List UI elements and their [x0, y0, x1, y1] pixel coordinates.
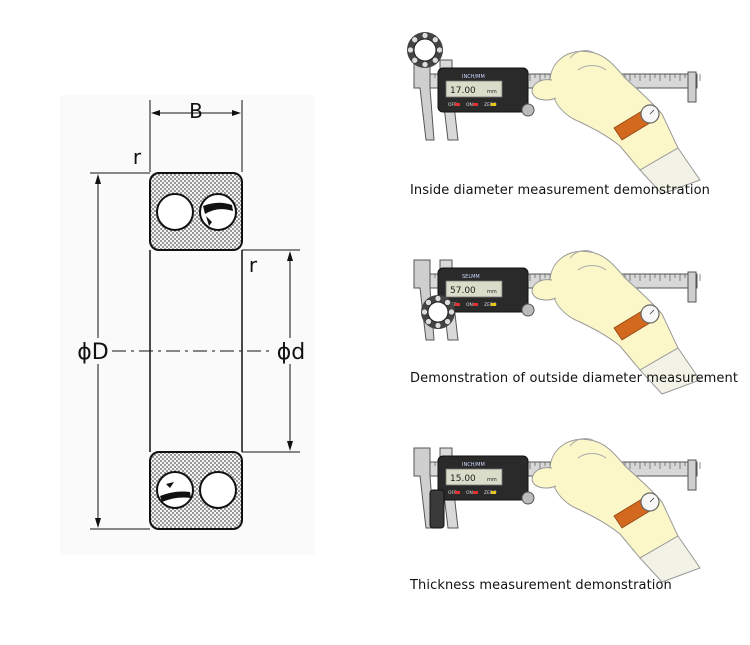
caliper-lcd — [445, 468, 503, 486]
demo-caption-thickness: Thickness measurement demonstration — [410, 578, 672, 593]
gloved-hand — [531, 438, 701, 583]
demo-caption-inside: Inside diameter measurement demonstratio… — [410, 183, 711, 198]
caliper-header-text: INCH/MM — [462, 462, 485, 468]
caliper-button-zero-mark — [491, 491, 496, 494]
beam-end — [687, 459, 697, 491]
caliper-button-off-mark — [455, 303, 460, 306]
beam-end — [687, 71, 697, 103]
caliper-button-zero-mark — [491, 303, 496, 306]
inner-diameter-label: ϕd — [277, 340, 305, 365]
caliper-button-zero: ZERO — [484, 102, 497, 108]
caliper-button-zero-mark — [491, 103, 496, 106]
caliper-button-on: ON — [466, 102, 473, 108]
inner-fillet-label: r — [249, 253, 258, 277]
width-dimension: B — [149, 99, 243, 172]
caliper-display-unit: mm — [487, 89, 497, 95]
measured-bearing — [421, 295, 455, 329]
fixed-jaw — [413, 59, 435, 141]
gloved-hand — [531, 250, 701, 395]
caliper-header-text: INCH/MM — [462, 74, 485, 80]
caliper-button-on-mark — [473, 303, 478, 306]
outer-diameter-label: ϕD — [77, 340, 108, 365]
caliper-display-value: 17.00 — [450, 86, 476, 96]
thumb-wheel — [521, 491, 535, 505]
caliper-demos: INCH/MM17.00mmOFFONZEROSELMM57.00mmOFFON… — [407, 32, 701, 583]
caliper-button-off-mark — [455, 103, 460, 106]
measured-block — [429, 489, 445, 529]
caliper-display-value: 15.00 — [450, 474, 476, 484]
fixed-jaw — [413, 447, 435, 529]
caliper-button-on-mark — [473, 491, 478, 494]
measured-bearing — [407, 32, 443, 68]
thumb-wheel — [521, 303, 535, 317]
caliper-button-on: ON — [466, 302, 473, 308]
inner-diameter-dimension: ϕd — [242, 249, 310, 453]
outer-diameter-dimension: ϕD — [72, 172, 150, 530]
width-label: B — [189, 99, 203, 123]
caliper-lcd — [445, 280, 503, 298]
caliper-display-value: 57.00 — [450, 286, 476, 296]
bearing-section-top — [149, 172, 243, 251]
outer-fillet-label: r — [133, 145, 142, 169]
gloved-hand — [531, 50, 701, 195]
caliper-button-off: OFF — [448, 102, 457, 108]
caliper-header-text: SELMM — [462, 274, 480, 280]
caliper-button-on-mark — [473, 103, 478, 106]
bearing-section-bottom — [149, 451, 243, 530]
caliper-lcd — [445, 80, 503, 98]
caliper-display-unit: mm — [487, 289, 497, 295]
caliper-button-off-mark — [455, 491, 460, 494]
caliper-button-zero: ZERO — [484, 302, 497, 308]
caliper-button-on: ON — [466, 490, 473, 496]
beam-end — [687, 271, 697, 303]
thumb-wheel — [521, 103, 535, 117]
caliper-button-zero: ZERO — [484, 490, 497, 496]
caliper-button-off: OFF — [448, 490, 457, 496]
demo-caption-outside: Demonstration of outside diameter measur… — [410, 371, 739, 386]
bearing-drawing: B r r ϕD ϕd — [60, 95, 315, 555]
caliper-display-unit: mm — [487, 477, 497, 483]
